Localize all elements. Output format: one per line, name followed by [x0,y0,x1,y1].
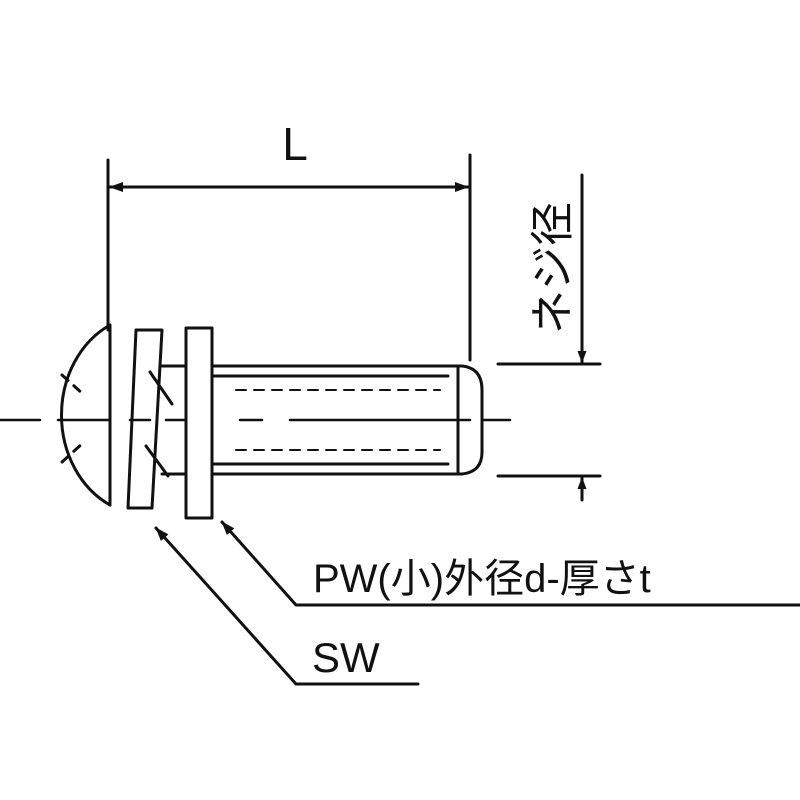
plain-washer [184,326,214,520]
screw-shank [160,364,484,476]
leader-lines [154,520,800,686]
screw-head [60,323,112,507]
spring-washer-label: SW [312,634,380,681]
thread-diameter-label: ネジ径 [529,202,578,334]
plain-washer-label: PW(小)外径d-厚さt [313,557,651,601]
length-label: L [282,118,308,170]
length-dimension [106,153,472,362]
thread-diameter-dimension [496,173,602,502]
